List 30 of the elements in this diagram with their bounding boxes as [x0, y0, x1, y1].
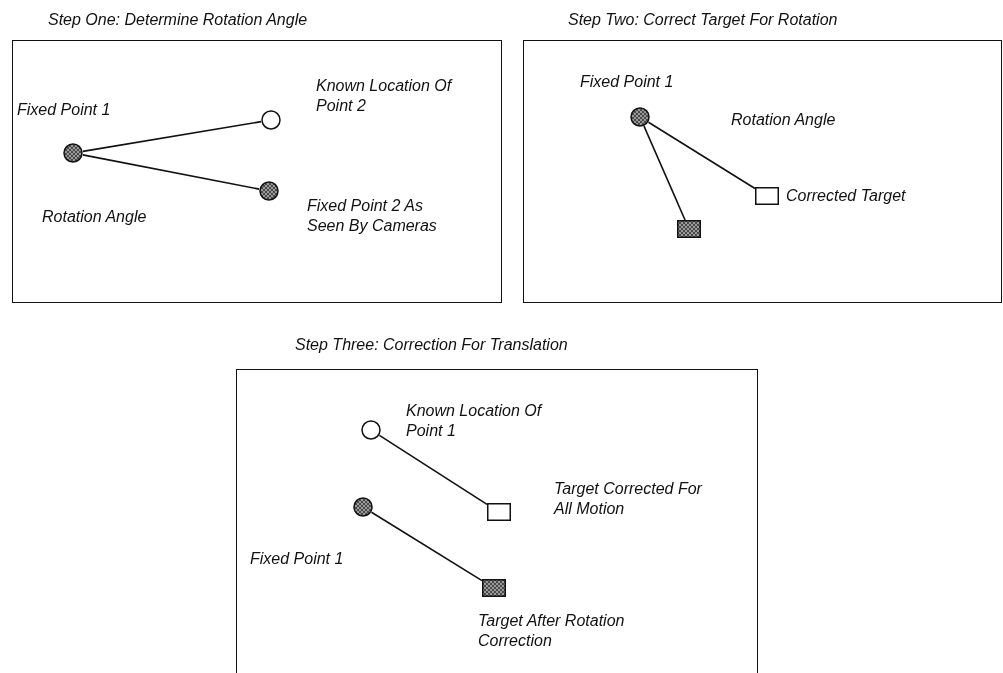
point-label: Known Location Of Point 2 — [316, 76, 454, 116]
target-square — [487, 503, 511, 521]
point-label: Fixed Point 1 — [17, 100, 112, 120]
point-label: Known Location Of Point 1 — [406, 401, 544, 441]
angle-label: Rotation Angle — [731, 110, 836, 130]
target-square — [482, 579, 506, 597]
connecting-line — [647, 121, 756, 190]
known-location-circle — [261, 110, 281, 130]
point-label: Fixed Point 1 — [580, 72, 675, 92]
point-label: Target After Rotation Correction — [478, 611, 626, 651]
panel-title: Step Three: Correction For Translation — [295, 335, 568, 355]
angle-label: Rotation Angle — [42, 207, 147, 227]
known-location-circle — [361, 420, 381, 440]
panel-title: Step Two: Correct Target For Rotation — [568, 10, 838, 30]
point-label: Corrected Target — [786, 186, 907, 206]
point-label: Fixed Point 2 As Seen By Cameras — [307, 196, 438, 236]
fixed-point-dot — [63, 143, 83, 163]
target-square — [755, 187, 779, 205]
fixed-point-dot — [259, 181, 279, 201]
target-square — [677, 220, 701, 238]
point-label: Fixed Point 1 — [250, 549, 345, 569]
connecting-line — [370, 511, 483, 582]
fixed-point-dot — [353, 497, 373, 517]
point-label: Target Corrected For All Motion — [554, 479, 704, 519]
connecting-line — [378, 434, 488, 506]
panel-title: Step One: Determine Rotation Angle — [48, 10, 308, 30]
fixed-point-dot — [630, 107, 650, 127]
connecting-line — [82, 120, 262, 153]
connecting-line — [643, 125, 686, 221]
connecting-line — [82, 154, 260, 190]
